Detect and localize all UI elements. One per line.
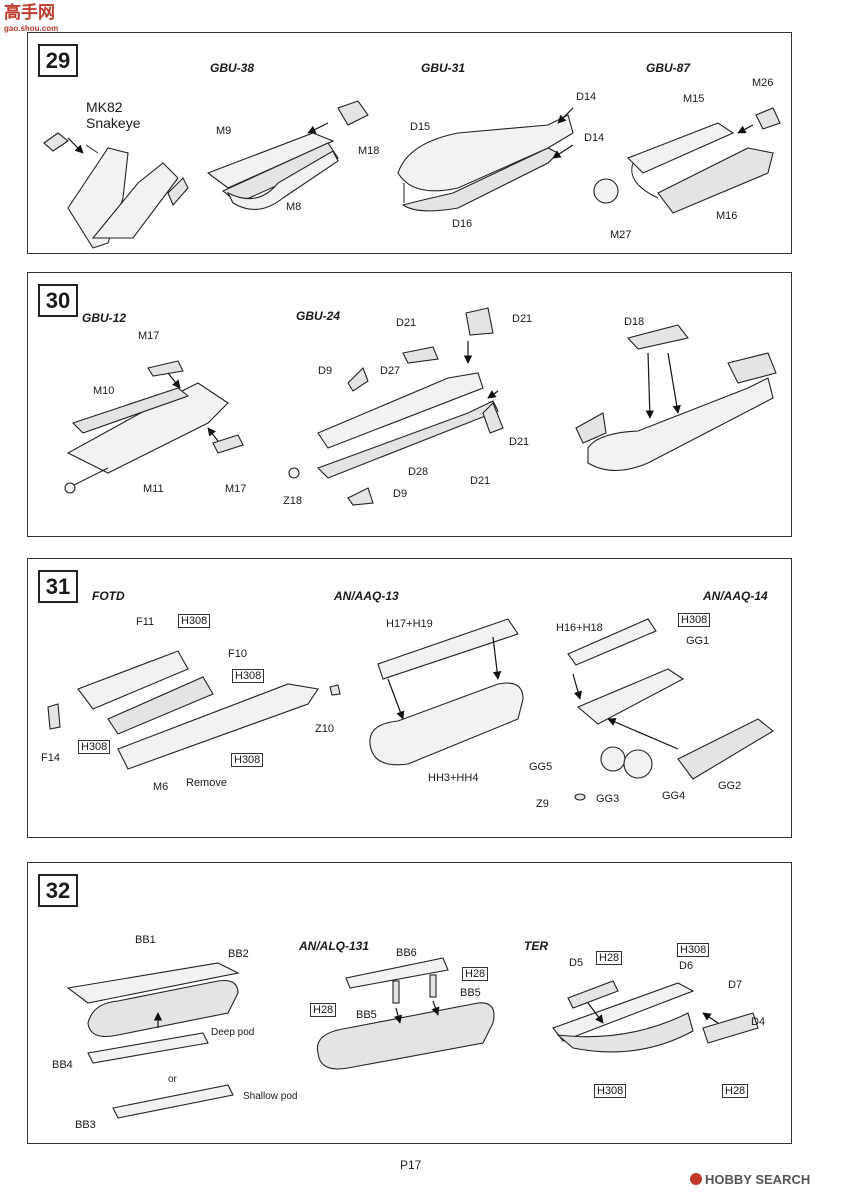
- label-gg1: GG1: [686, 635, 710, 647]
- label-hh3-hh4: HH3+HH4: [428, 772, 479, 784]
- title-gbu-12: GBU-12: [82, 311, 127, 325]
- label-gg3: GG3: [596, 793, 620, 805]
- title-an-aaq-13: AN/AAQ-13: [334, 589, 399, 603]
- title-an-alq-131: AN/ALQ-131: [299, 939, 370, 953]
- label-h28-d: H28: [722, 1084, 749, 1098]
- label-bb6: BB6: [396, 947, 417, 959]
- label-d4: D4: [751, 1016, 766, 1028]
- label-deep-pod: Deep pod: [211, 1027, 255, 1038]
- label-f10: F10: [228, 648, 247, 660]
- label-h28-b: H28: [310, 1003, 337, 1017]
- brand-icon: [690, 1173, 702, 1185]
- label-h308-c: H308: [78, 740, 111, 754]
- label-m18: M18: [358, 145, 380, 157]
- step-number: 32: [38, 874, 78, 907]
- label-d5: D5: [569, 957, 584, 969]
- title-fotd: FOTD: [92, 589, 125, 603]
- label-z18: Z18: [283, 495, 302, 507]
- label-h308-a: H308: [178, 614, 211, 628]
- hobby-search-watermark: HOBBY SEARCH: [690, 1172, 810, 1187]
- label-d15: D15: [410, 121, 431, 133]
- title-gbu-87: GBU-87: [646, 61, 691, 75]
- label-bb5-b: BB5: [356, 1009, 377, 1021]
- label-m15: M15: [683, 93, 705, 105]
- title-gbu-31: GBU-31: [421, 61, 466, 75]
- label-bb1: BB1: [135, 934, 156, 946]
- step-29-panel: 29 GBU-38 GBU-31 GBU-87 MK82 Snakeye M9 …: [27, 32, 792, 254]
- label-h308-b: H308: [232, 669, 265, 683]
- label-d6: D6: [679, 960, 694, 972]
- brand-text: HOBBY SEARCH: [705, 1172, 811, 1187]
- label-bb3: BB3: [75, 1119, 96, 1131]
- step-29-drawing: [43, 100, 781, 249]
- label-shallow-pod: Shallow pod: [243, 1091, 298, 1102]
- label-d21-b: D21: [512, 313, 533, 325]
- label-m17-b: M17: [225, 483, 247, 495]
- step-number: 31: [38, 570, 78, 603]
- label-m26: M26: [752, 77, 774, 89]
- label-bb5-a: BB5: [460, 987, 481, 999]
- step-32-panel: 32 AN/ALQ-131 TER BB1 BB2 Deep pod BB4 o…: [27, 862, 792, 1144]
- label-d21-a: D21: [396, 317, 417, 329]
- step-31-panel: 31 FOTD AN/AAQ-13 AN/AAQ-14 F11 H308 F10…: [27, 558, 792, 838]
- label-d21-c: D21: [509, 436, 530, 448]
- label-h308-g: H308: [594, 1084, 627, 1098]
- label-d21-d: D21: [470, 475, 491, 487]
- label-h17-h19: H17+H19: [386, 618, 433, 630]
- label-h308-d: H308: [231, 753, 264, 767]
- label-d16: D16: [452, 218, 473, 230]
- label-remove: Remove: [186, 777, 227, 789]
- label-bb2: BB2: [228, 948, 249, 960]
- step-30-panel: 30 GBU-12 GBU-24 M17 M10 M11 M17 D21 D21: [27, 272, 792, 537]
- label-or: or: [168, 1074, 177, 1085]
- logo-url: gao.shou.com: [4, 24, 59, 33]
- label-m11: M11: [143, 483, 164, 495]
- label-m9: M9: [216, 125, 232, 137]
- site-logo: 高手网 gao.shou.com: [2, 2, 72, 36]
- title-gbu-24: GBU-24: [296, 309, 341, 323]
- label-gg4: GG4: [662, 790, 686, 802]
- label-d18: D18: [624, 316, 645, 328]
- label-mk82-snakeye: MK82 Snakeye: [86, 99, 141, 131]
- label-h308-f: H308: [677, 943, 710, 957]
- label-m8: M8: [286, 201, 302, 213]
- label-z9: Z9: [536, 798, 549, 810]
- label-bb4: BB4: [52, 1059, 73, 1071]
- label-h308-e: H308: [678, 613, 711, 627]
- label-m27: M27: [610, 229, 632, 241]
- label-z10: Z10: [315, 723, 334, 735]
- title-an-aaq-14: AN/AAQ-14: [703, 589, 768, 603]
- step-30-drawing: [64, 307, 777, 506]
- label-d14-b: D14: [584, 132, 605, 144]
- label-d14-a: D14: [576, 91, 597, 103]
- title-gbu-38: GBU-38: [210, 61, 255, 75]
- label-m10: M10: [93, 385, 115, 397]
- step-number: 30: [38, 284, 78, 317]
- title-ter: TER: [524, 939, 548, 953]
- page-number: P17: [400, 1158, 422, 1172]
- label-m16: M16: [716, 210, 738, 222]
- label-m6: M6: [153, 781, 169, 793]
- step-32-drawing: [66, 957, 759, 1119]
- label-d9-b: D9: [393, 488, 408, 500]
- label-f14: F14: [41, 752, 60, 764]
- label-h16-h18: H16+H18: [556, 622, 603, 634]
- label-d7: D7: [728, 979, 743, 991]
- step-31-drawing: [47, 618, 774, 801]
- label-h28-a: H28: [462, 967, 489, 981]
- label-m17-a: M17: [138, 330, 160, 342]
- label-d28: D28: [408, 466, 429, 478]
- step-number: 29: [38, 44, 78, 77]
- label-gg2: GG2: [718, 780, 742, 792]
- label-gg5: GG5: [529, 761, 553, 773]
- label-h28-c: H28: [596, 951, 623, 965]
- logo-text: 高手网: [4, 3, 55, 22]
- label-d27: D27: [380, 365, 401, 377]
- label-f11: F11: [136, 616, 155, 628]
- label-d9-a: D9: [318, 365, 333, 377]
